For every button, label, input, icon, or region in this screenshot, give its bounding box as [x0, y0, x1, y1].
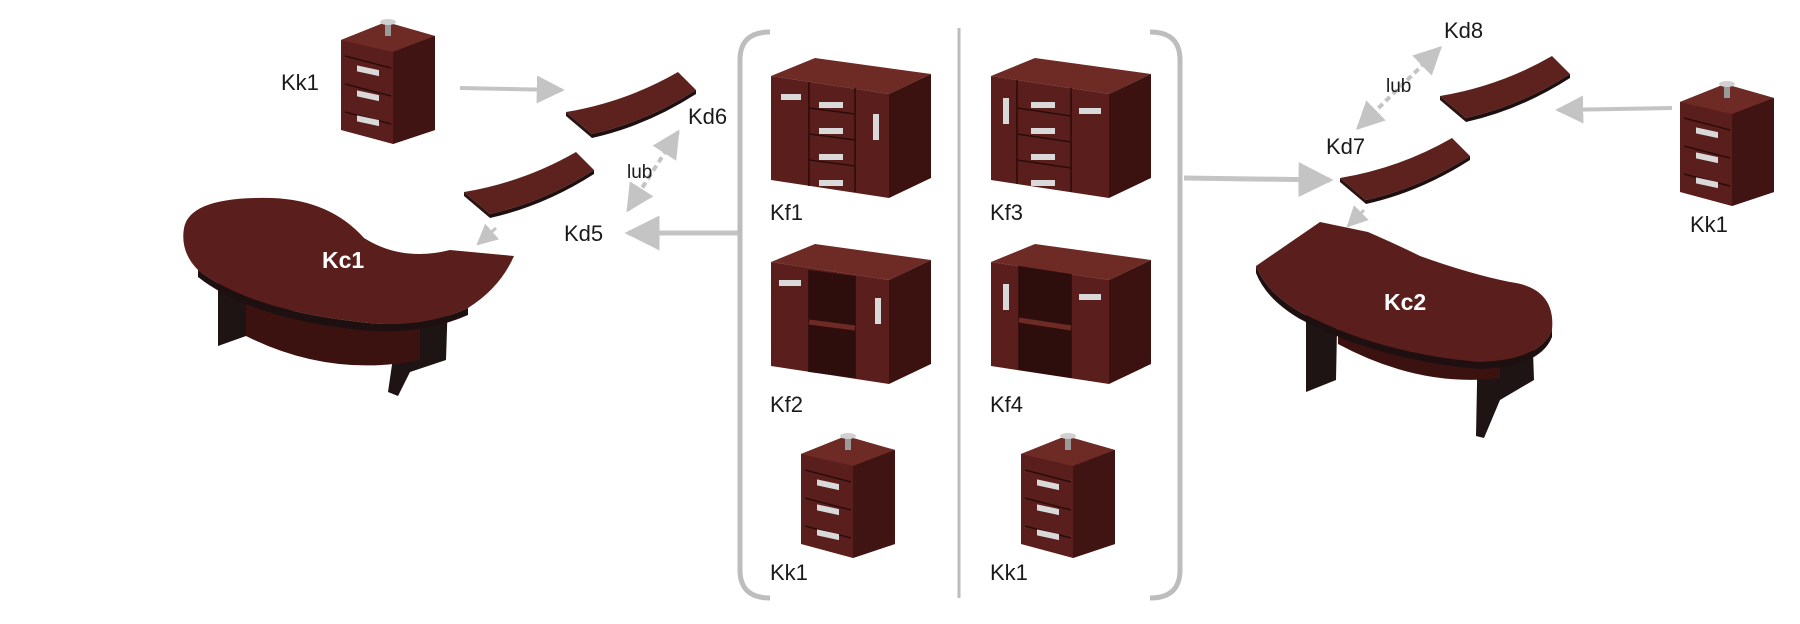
desk-kc2	[1256, 222, 1553, 438]
arrow-kk1-to-kd6	[459, 75, 565, 104]
arrow-kd5-to-desk	[476, 223, 500, 246]
cabinet-kf1	[771, 58, 931, 198]
desk-top-kd8	[1440, 56, 1570, 122]
cabinet-kf4	[991, 244, 1151, 384]
label-or-right: lub	[1386, 76, 1411, 97]
label-kk1-center-right: Kk1	[990, 560, 1028, 585]
label-kd7: Kd7	[1326, 134, 1365, 159]
arrow-kd7-to-desk	[1346, 205, 1369, 228]
label-kk1-center-left: Kk1	[770, 560, 808, 585]
bracket-right	[1149, 29, 1183, 601]
label-kf2: Kf2	[770, 392, 803, 417]
label-kd8: Kd8	[1444, 18, 1483, 43]
label-or-left: lub	[627, 162, 652, 183]
pedestal-kk1-center-right	[1020, 432, 1116, 559]
label-kd5: Kd5	[564, 221, 603, 246]
double-arrow-right	[1355, 46, 1443, 130]
pedestal-kk1-center-left	[800, 432, 896, 559]
label-kk1-left: Kk1	[281, 70, 319, 95]
label-kf3: Kf3	[990, 200, 1023, 225]
label-kc1: Kc1	[322, 247, 364, 273]
bracket-left	[737, 29, 771, 601]
arrow-center-to-right	[1183, 162, 1334, 198]
cabinet-kf2	[771, 244, 931, 384]
double-arrow-left	[626, 129, 680, 213]
label-kf1: Kf1	[770, 200, 803, 225]
pedestal-kk1-left	[340, 18, 436, 145]
desk-kc1	[183, 197, 515, 396]
label-kd6: Kd6	[688, 104, 727, 129]
label-kk1-right: Kk1	[1690, 212, 1728, 237]
pedestal-kk1-right	[1679, 80, 1775, 207]
desk-top-kd6	[566, 72, 696, 138]
desk-top-kd5	[464, 152, 594, 218]
label-kf4: Kf4	[990, 392, 1023, 417]
arrow-kk1-to-kd8	[1555, 95, 1673, 124]
cabinet-kf3	[991, 58, 1151, 198]
label-kc2: Kc2	[1384, 289, 1426, 315]
